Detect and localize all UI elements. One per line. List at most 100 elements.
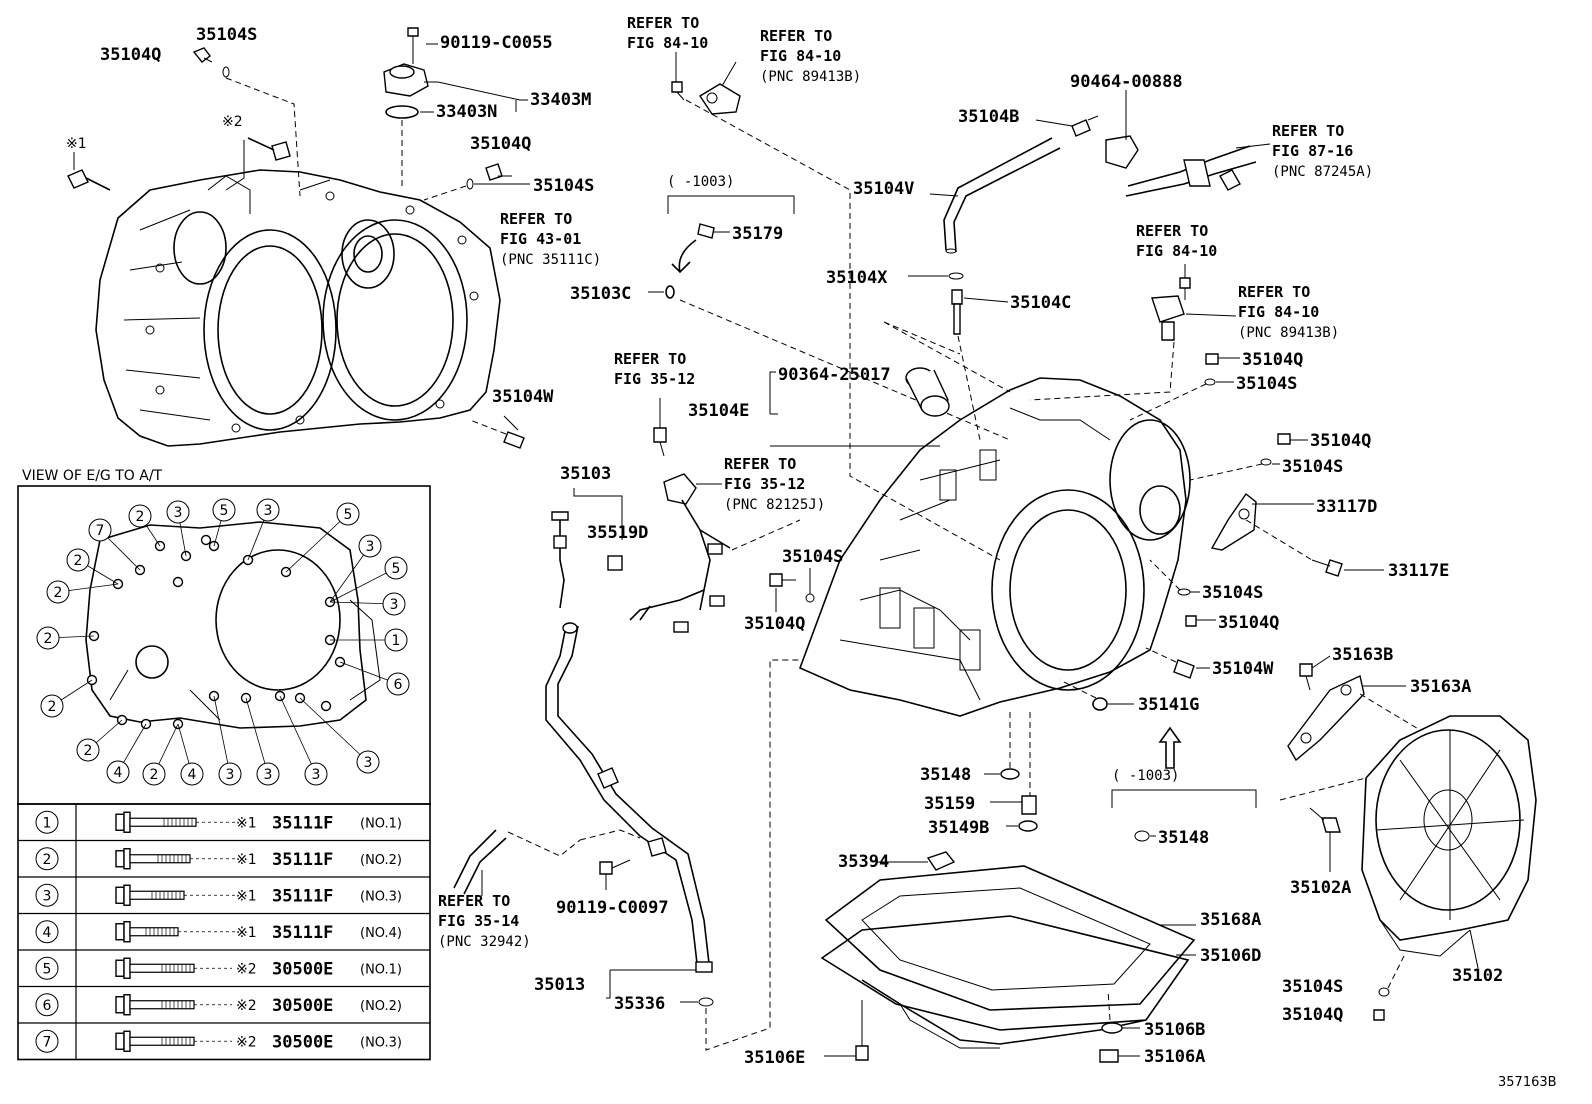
part-callout[interactable]: 35163B <box>1332 645 1393 665</box>
refer-note-line: REFER TO <box>1238 283 1310 301</box>
part-callout[interactable]: 33117D <box>1316 497 1377 517</box>
part-callout[interactable]: 35148 <box>1158 828 1209 848</box>
bolt-position-number: 2 <box>74 553 83 569</box>
part-callout[interactable]: 35013 <box>534 975 585 995</box>
part-callout[interactable]: 35179 <box>732 224 783 244</box>
part-callout[interactable]: 35104Q <box>470 134 531 154</box>
part-callout[interactable]: 90364-25017 <box>778 365 891 385</box>
refer-note-line: REFER TO <box>500 210 572 228</box>
bolt-position-marker: 5 <box>212 498 236 522</box>
oring-33403n <box>385 105 419 119</box>
oring-35103c <box>665 285 675 299</box>
part-callout[interactable]: 35104Q <box>1242 350 1303 370</box>
part-callout[interactable]: 35149B <box>928 818 989 838</box>
bolt-refer-84-10-c <box>1179 264 1191 300</box>
part-callout[interactable]: 35336 <box>614 994 665 1014</box>
bolt-position-number: 3 <box>264 503 273 519</box>
diagram-code: 357163B <box>1498 1075 1557 1090</box>
bolt-position-marker: 4 <box>106 760 130 784</box>
bolt-note: (NO.2) <box>360 853 402 868</box>
part-callout[interactable]: 35104V <box>853 179 914 199</box>
part-callout[interactable]: 35104S <box>782 547 843 567</box>
bolt-35104q-top-left <box>192 47 213 63</box>
bolt-note: (NO.2) <box>360 999 402 1014</box>
part-callout[interactable]: 35104Q <box>1282 1005 1343 1025</box>
plug-35159 <box>1021 795 1037 815</box>
part-callout[interactable]: 35104X <box>826 268 888 288</box>
bolt-35163b <box>1299 663 1313 691</box>
part-callout[interactable]: 35104Q <box>744 614 805 634</box>
bolt-part-number[interactable]: 30500E <box>272 1032 333 1052</box>
bolt-position-marker: 3 <box>166 500 190 524</box>
part-callout[interactable]: 35104C <box>1010 293 1071 313</box>
part-callout[interactable]: 35104Q <box>100 45 161 65</box>
part-callout[interactable]: 35104S <box>196 25 257 45</box>
sensor-33403m <box>383 27 438 97</box>
part-callout[interactable]: 35104S <box>1202 583 1263 603</box>
bracket-33117d <box>1210 492 1257 551</box>
part-callout[interactable]: 35141G <box>1138 695 1199 715</box>
part-callout[interactable]: 35104S <box>1282 977 1343 997</box>
bolt-position-marker: 7 <box>88 518 112 542</box>
part-callout[interactable]: 35394 <box>838 852 889 872</box>
part-callout[interactable]: 35104E <box>688 401 749 421</box>
part-callout[interactable]: 90119-C0097 <box>556 898 669 918</box>
part-callout[interactable]: 35104Q <box>1310 431 1371 451</box>
bolt-position-marker: 5 <box>384 556 408 580</box>
part-callout[interactable]: 35104W <box>1212 659 1274 679</box>
part-callout[interactable]: 35104S <box>1282 457 1343 477</box>
bolt-position-marker: 1 <box>384 628 408 652</box>
part-callout[interactable]: 90464-00888 <box>1070 72 1183 92</box>
part-callout[interactable]: 35104S <box>1236 374 1297 394</box>
bolt-position-number: 2 <box>136 509 145 525</box>
part-callout[interactable]: 90119-C0055 <box>440 33 553 53</box>
direction-arrow <box>1158 726 1182 769</box>
part-callout[interactable]: 35159 <box>924 794 975 814</box>
part-callout[interactable]: 35106A <box>1144 1047 1205 1067</box>
part-callout[interactable]: 33403M <box>530 90 591 110</box>
part-callout[interactable]: 35104Q <box>1218 613 1279 633</box>
part-callout[interactable]: 35106E <box>744 1048 805 1068</box>
bolt-part-number[interactable]: 30500E <box>272 959 333 979</box>
part-callout[interactable]: 33403N <box>436 102 497 122</box>
part-callout[interactable]: 35163A <box>1410 677 1471 697</box>
bolt-number: 1 <box>43 815 52 831</box>
bolt-35104q-r1 <box>1205 353 1219 365</box>
bolt-position-number: 3 <box>366 539 375 555</box>
part-callout[interactable]: 35519D <box>587 523 648 543</box>
oring-35104x <box>948 272 964 280</box>
bolt-position-number: 2 <box>54 585 63 601</box>
serial-range: ( -1003) <box>667 174 734 190</box>
hose-refer-87-16 <box>1125 145 1257 197</box>
refer-note-line: FIG 84-10 <box>1238 303 1319 321</box>
bolt-part-number[interactable]: 35111F <box>272 923 333 943</box>
bolt-position-marker: 4 <box>180 762 204 786</box>
bolt-mark: ※1 <box>236 815 257 831</box>
part-callout[interactable]: 35106D <box>1200 946 1261 966</box>
bolt-35102a <box>1309 807 1341 833</box>
refer-pnc: (PNC 32942) <box>438 934 531 950</box>
part-callout[interactable]: 35104B <box>958 107 1019 127</box>
bushing-90364-25017 <box>905 367 950 417</box>
part-callout[interactable]: 35103C <box>570 284 631 304</box>
bolt-refer-35-12 <box>653 427 667 457</box>
part-callout[interactable]: 35102A <box>1290 878 1351 898</box>
bolt-position-marker: 6 <box>386 672 410 696</box>
label-35519d <box>607 555 623 571</box>
bolt-part-number[interactable]: 35111F <box>272 886 333 906</box>
bolt-part-number[interactable]: 35111F <box>272 813 333 833</box>
part-callout[interactable]: 35106B <box>1144 1020 1205 1040</box>
part-callout[interactable]: 35104W <box>492 387 554 407</box>
bolt-part-number[interactable]: 30500E <box>272 996 333 1016</box>
part-callout[interactable]: 35168A <box>1200 910 1261 930</box>
part-callout[interactable]: 35103 <box>560 464 611 484</box>
part-callout[interactable]: 35104S <box>533 176 594 196</box>
bolt-part-number[interactable]: 35111F <box>272 850 333 870</box>
refer-note-line: REFER TO <box>627 14 699 32</box>
part-callout[interactable]: 35148 <box>920 765 971 785</box>
part-callout[interactable]: 35102 <box>1452 966 1503 986</box>
part-callout[interactable]: 33117E <box>1388 561 1449 581</box>
case-bosses <box>879 449 997 671</box>
bolt-position-marker: 3 <box>256 762 280 786</box>
